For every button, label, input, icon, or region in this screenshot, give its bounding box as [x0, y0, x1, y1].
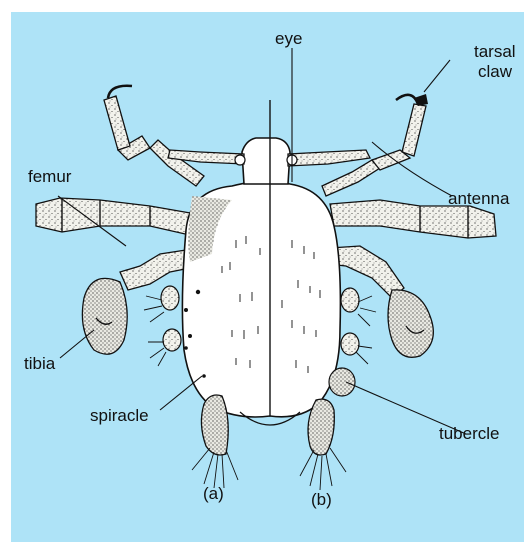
label-panel-a: (a)	[203, 485, 224, 503]
label-tibia: tibia	[24, 355, 55, 373]
louse-body	[144, 100, 376, 490]
label-panel-b: (b)	[311, 491, 332, 509]
left-middle-leg	[36, 198, 196, 236]
label-spiracle: spiracle	[90, 407, 149, 425]
left-front-leg	[104, 86, 204, 186]
label-tarsal: tarsal	[474, 43, 516, 61]
label-eye: eye	[275, 30, 302, 48]
label-femur: femur	[28, 168, 71, 186]
label-antenna: antenna	[448, 190, 509, 208]
label-tubercle: tubercle	[439, 425, 499, 443]
label-claw: claw	[478, 63, 512, 81]
